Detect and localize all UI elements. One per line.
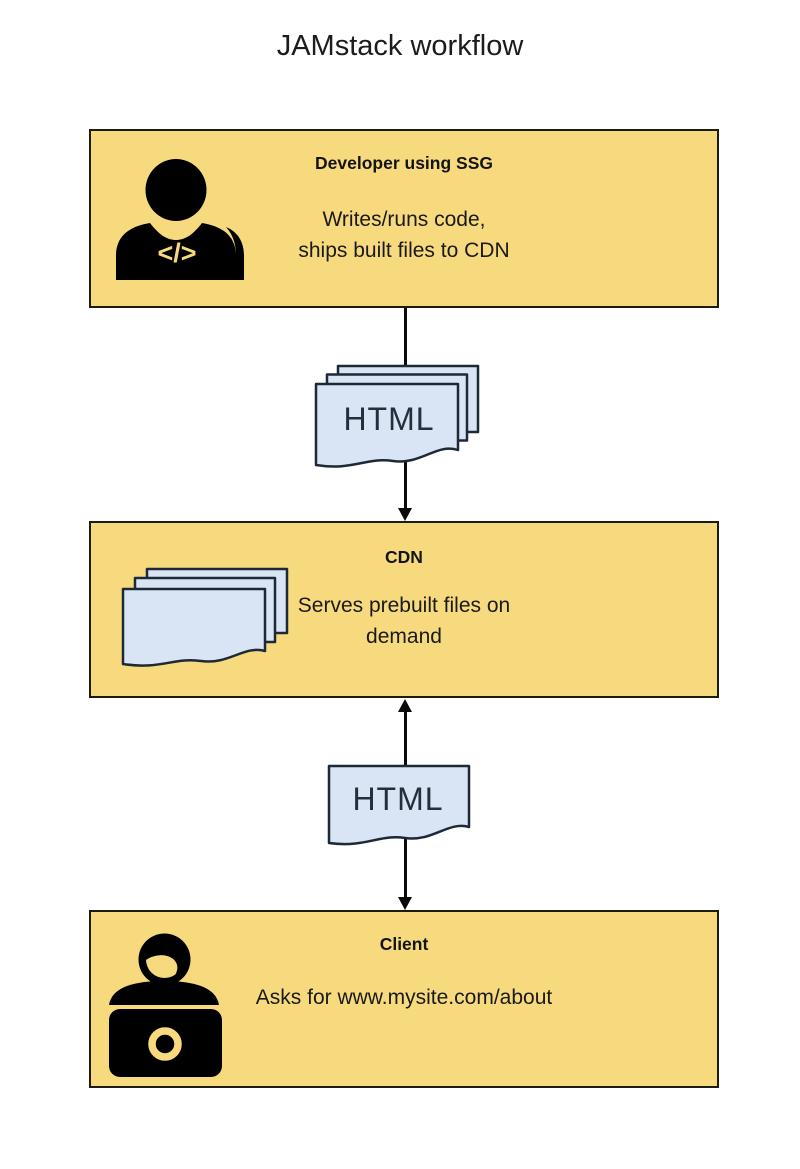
node-title: Client <box>379 934 429 954</box>
file-sheet-front <box>314 382 460 468</box>
arrowhead-down-icon <box>398 508 412 521</box>
node-body: Asks for www.mysite.com/about <box>255 986 553 1009</box>
developer-head <box>145 159 207 221</box>
client-shoulders <box>109 981 219 1005</box>
node-cdn: CDN Serves prebuilt files on demand <box>89 521 719 698</box>
html-label: HTML <box>343 401 434 437</box>
document-stack-icon <box>121 567 289 667</box>
node-title: CDN <box>385 547 423 567</box>
arrowhead-down-icon <box>398 897 412 910</box>
node-title: Developer using SSG <box>315 153 493 173</box>
node-body: Writes/runs code, ships built files to C… <box>298 208 510 262</box>
client-face <box>146 955 178 978</box>
node-client: Client Asks for www.mysite.com/about <box>89 910 719 1088</box>
arrowhead-up-icon <box>398 699 412 712</box>
code-brackets-glyph: </> <box>157 238 196 268</box>
laptop-logo-ring <box>148 1027 182 1061</box>
person-laptop-icon <box>109 933 222 1077</box>
developer-code-icon: </> <box>116 159 244 280</box>
html-file-icon: HTML <box>327 764 471 846</box>
node-body: Serves prebuilt files on demand <box>297 594 511 648</box>
client-laptop <box>109 1009 222 1077</box>
node-developer: </> Developer using SSG Writes/runs code… <box>89 129 719 308</box>
file-sheet-front <box>327 764 471 846</box>
developer-body <box>116 223 244 280</box>
file-sheet-front <box>121 587 267 667</box>
html-files-stack-icon: HTML <box>314 364 480 468</box>
html-label: HTML <box>352 781 443 817</box>
page-title: JAMstack workflow <box>276 30 524 62</box>
